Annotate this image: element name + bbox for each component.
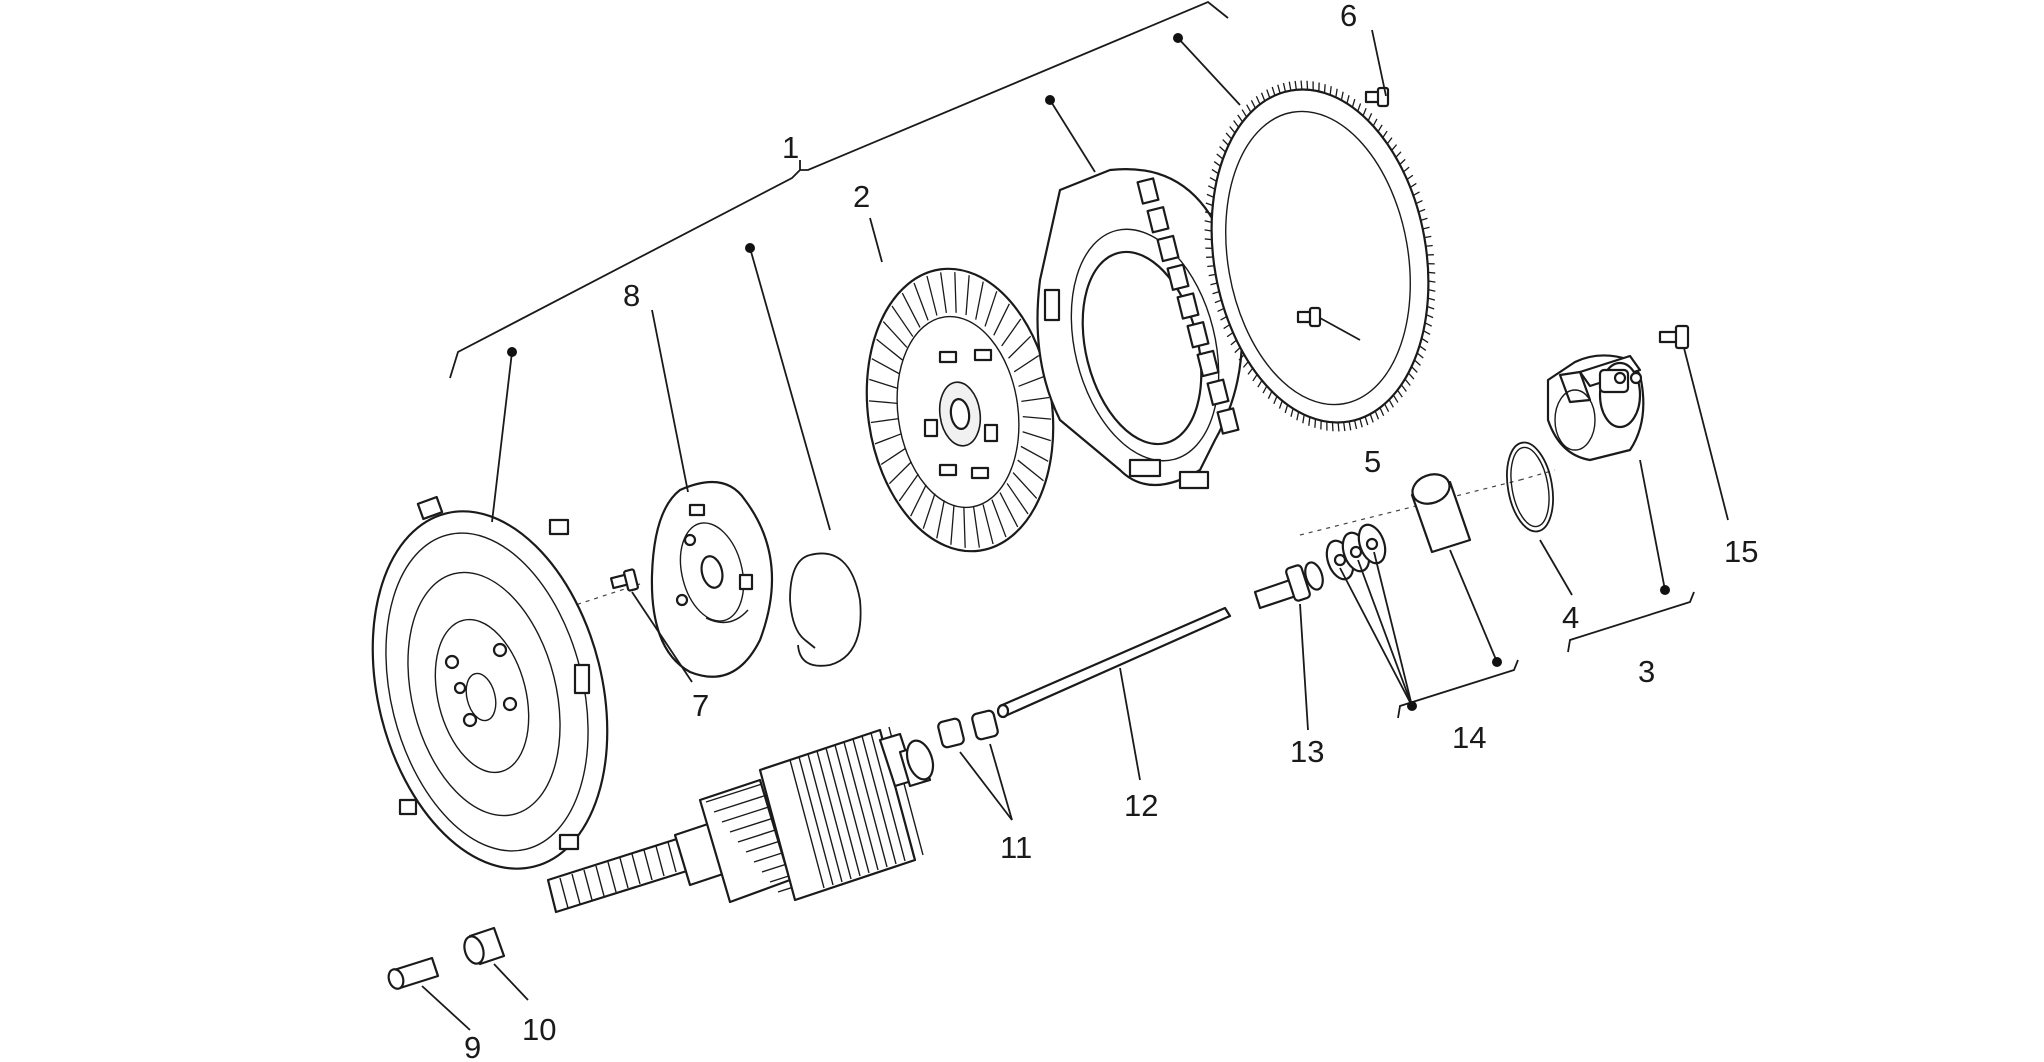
- callout-1: 1: [782, 130, 799, 165]
- part-11-needle-bearings: [937, 709, 999, 749]
- part-15-bolt: [1658, 324, 1690, 350]
- part-14-bushing: [1410, 473, 1472, 554]
- part-7-bolt: [609, 568, 639, 592]
- reference-dots: [507, 33, 1670, 711]
- assembly-bracket-1: [449, 0, 1229, 379]
- pressure-plate-housing: [371, 495, 609, 870]
- part-10-bushing: [463, 926, 506, 966]
- group-bracket-3: [1567, 591, 1695, 653]
- part-8-spring-plate: [650, 480, 774, 678]
- callout-13: 13: [1290, 734, 1324, 769]
- callout-11: 11: [1000, 830, 1032, 865]
- callout-4: 4: [1562, 600, 1579, 635]
- callout-10: 10: [522, 1012, 556, 1047]
- part-13-thrust-piece: [1253, 561, 1324, 610]
- part-14-shims: [1325, 523, 1387, 581]
- callout-3: 3: [1638, 654, 1655, 689]
- callout-7: 7: [692, 688, 709, 723]
- part-3-bearing-housing: [1546, 354, 1645, 462]
- group-bracket-14: [1397, 659, 1519, 719]
- callout-9: 9: [464, 1030, 481, 1062]
- callout-14: 14: [1452, 720, 1486, 755]
- callout-2: 2: [853, 179, 870, 214]
- callout-5: 5: [1364, 444, 1381, 479]
- main-shaft: [546, 726, 935, 914]
- callout-6: 6: [1340, 0, 1357, 33]
- part-5-bolt: [1296, 306, 1322, 328]
- leader-lines: [421, 29, 1729, 1031]
- callout-15: 15: [1724, 534, 1758, 569]
- clutch-cover: [1036, 168, 1244, 490]
- callout-8: 8: [623, 278, 640, 313]
- part-12-rod: [996, 606, 1232, 719]
- ring-gear: [1204, 80, 1436, 432]
- part-4-o-ring: [1506, 441, 1554, 533]
- callout-12: 12: [1124, 788, 1158, 823]
- part-9-pin: [387, 956, 440, 990]
- callout-labels: 1 2 3 4 5 6 7 8 9 10 11 12 13 14 15: [464, 0, 1758, 1062]
- snap-ring: [789, 552, 862, 667]
- part-2-clutch-disc: [865, 267, 1055, 553]
